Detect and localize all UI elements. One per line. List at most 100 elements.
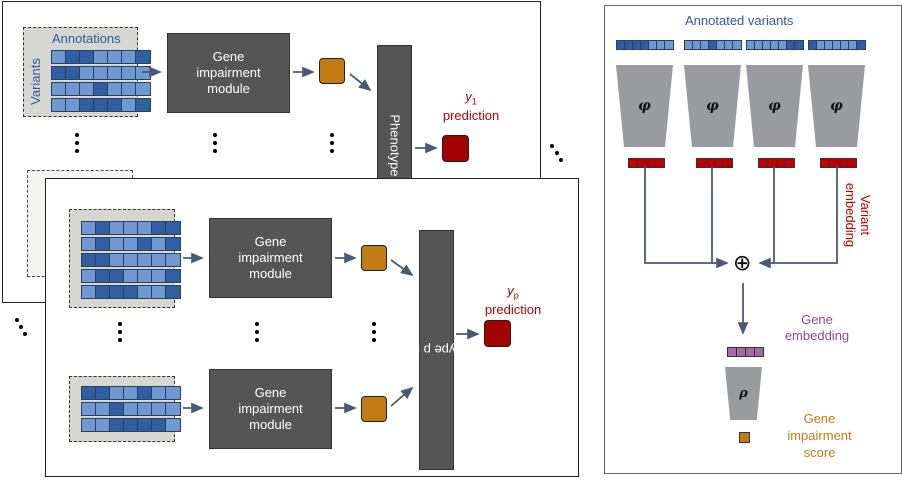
annotation-cell [110, 254, 124, 266]
variant-embedding-vector [628, 158, 665, 168]
annotation-cell [849, 41, 857, 49]
annotation-cell [96, 222, 110, 234]
variant-row [81, 253, 181, 267]
annotation-cell [82, 222, 96, 234]
variant-row [81, 386, 181, 400]
ellipsis-dots [371, 322, 377, 346]
annotation-cell [110, 238, 124, 250]
gene-impairment-module: Gene impairment module [209, 369, 332, 449]
y1-prediction-box [442, 135, 469, 162]
gene-score-box [361, 245, 387, 271]
annotation-cell [110, 270, 124, 282]
annotation-cell [124, 254, 138, 266]
annotation-cell [709, 41, 717, 49]
annotation-cell [96, 286, 110, 298]
annotation-cell [52, 67, 66, 79]
annotation-cell [649, 41, 657, 49]
annotation-cell [96, 419, 110, 431]
annotation-cell [96, 270, 110, 282]
annotation-cell [841, 41, 849, 49]
annotation-cell [825, 41, 833, 49]
annotation-cell [80, 83, 94, 95]
annotation-cell [152, 403, 166, 415]
phi-encoder: φ [684, 65, 741, 147]
annotation-cell [138, 419, 152, 431]
ellipsis-dots [329, 133, 335, 157]
phenotype-p-module: Phenotype p module [377, 230, 496, 470]
annotation-cell [152, 238, 166, 250]
variants-label: Variants [27, 58, 43, 105]
annotation-cell [94, 51, 108, 63]
annotation-cell [82, 238, 96, 250]
annotation-cell [166, 254, 180, 266]
annotated-variants-title: Annotated variants [685, 13, 794, 28]
annotation-cell [809, 41, 817, 49]
annotation-cell [152, 270, 166, 282]
annotation-cell [82, 270, 96, 282]
variant-row [81, 221, 181, 235]
variant-annotation-grid: Annotations Variants [23, 27, 151, 117]
ellipsis-dots [117, 322, 123, 346]
annotation-cell [94, 99, 108, 111]
annotation-cell [66, 67, 80, 79]
annotation-cell [80, 51, 94, 63]
annotation-cell [52, 51, 66, 63]
variant-row [81, 418, 181, 432]
annotation-cell [136, 67, 150, 79]
annotation-cell [633, 41, 641, 49]
sum-operator: ⊕ [733, 251, 752, 276]
annotation-cell [779, 41, 787, 49]
annotation-cell [124, 238, 138, 250]
annotation-cell [138, 238, 152, 250]
ellipsis-dots [254, 322, 260, 346]
annotation-cell [122, 99, 136, 111]
annotation-cell [122, 51, 136, 63]
annotation-cell [152, 286, 166, 298]
annotation-cell [52, 83, 66, 95]
annotation-cell [166, 286, 180, 298]
annotation-cell [138, 286, 152, 298]
annotation-cell [124, 403, 138, 415]
annotation-cell [152, 222, 166, 234]
variant-vector [616, 40, 674, 50]
annotation-cell [124, 419, 138, 431]
annotation-cell [152, 387, 166, 399]
annotation-cell [833, 41, 841, 49]
annotation-cell [82, 254, 96, 266]
variant-vector [684, 40, 742, 50]
gene-impairment-score-label: Gene impairment score [787, 411, 852, 460]
variant-row [81, 269, 181, 283]
annotation-cell [124, 222, 138, 234]
annotation-cell [138, 254, 152, 266]
variant-row [81, 237, 181, 251]
variant-row [51, 66, 151, 80]
annotation-cell [771, 41, 779, 49]
variant-row [81, 285, 181, 299]
variant-embedding-vector [696, 158, 733, 168]
variant-annotation-grid [69, 376, 181, 442]
rho-encoder: ρ [725, 367, 762, 420]
annotation-cell [787, 41, 795, 49]
annotation-cell [136, 83, 150, 95]
annotation-cell [110, 419, 124, 431]
annotation-cell [152, 254, 166, 266]
annotation-cell [857, 41, 865, 49]
annotation-cell [122, 67, 136, 79]
annotation-cell [795, 41, 803, 49]
variant-row [81, 402, 181, 416]
annotation-cell [138, 387, 152, 399]
annotation-cell [755, 41, 763, 49]
annotation-cell [82, 403, 96, 415]
annotation-cell [110, 286, 124, 298]
annotation-cell [166, 222, 180, 234]
annotation-cell [166, 387, 180, 399]
gene-impairment-module: Gene impairment module [209, 218, 332, 298]
annotation-cell [665, 41, 673, 49]
annotation-cell [82, 286, 96, 298]
variant-vector [808, 40, 866, 50]
variant-annotation-grid [69, 209, 181, 308]
annotation-cell [717, 41, 725, 49]
annotation-cell [110, 387, 124, 399]
